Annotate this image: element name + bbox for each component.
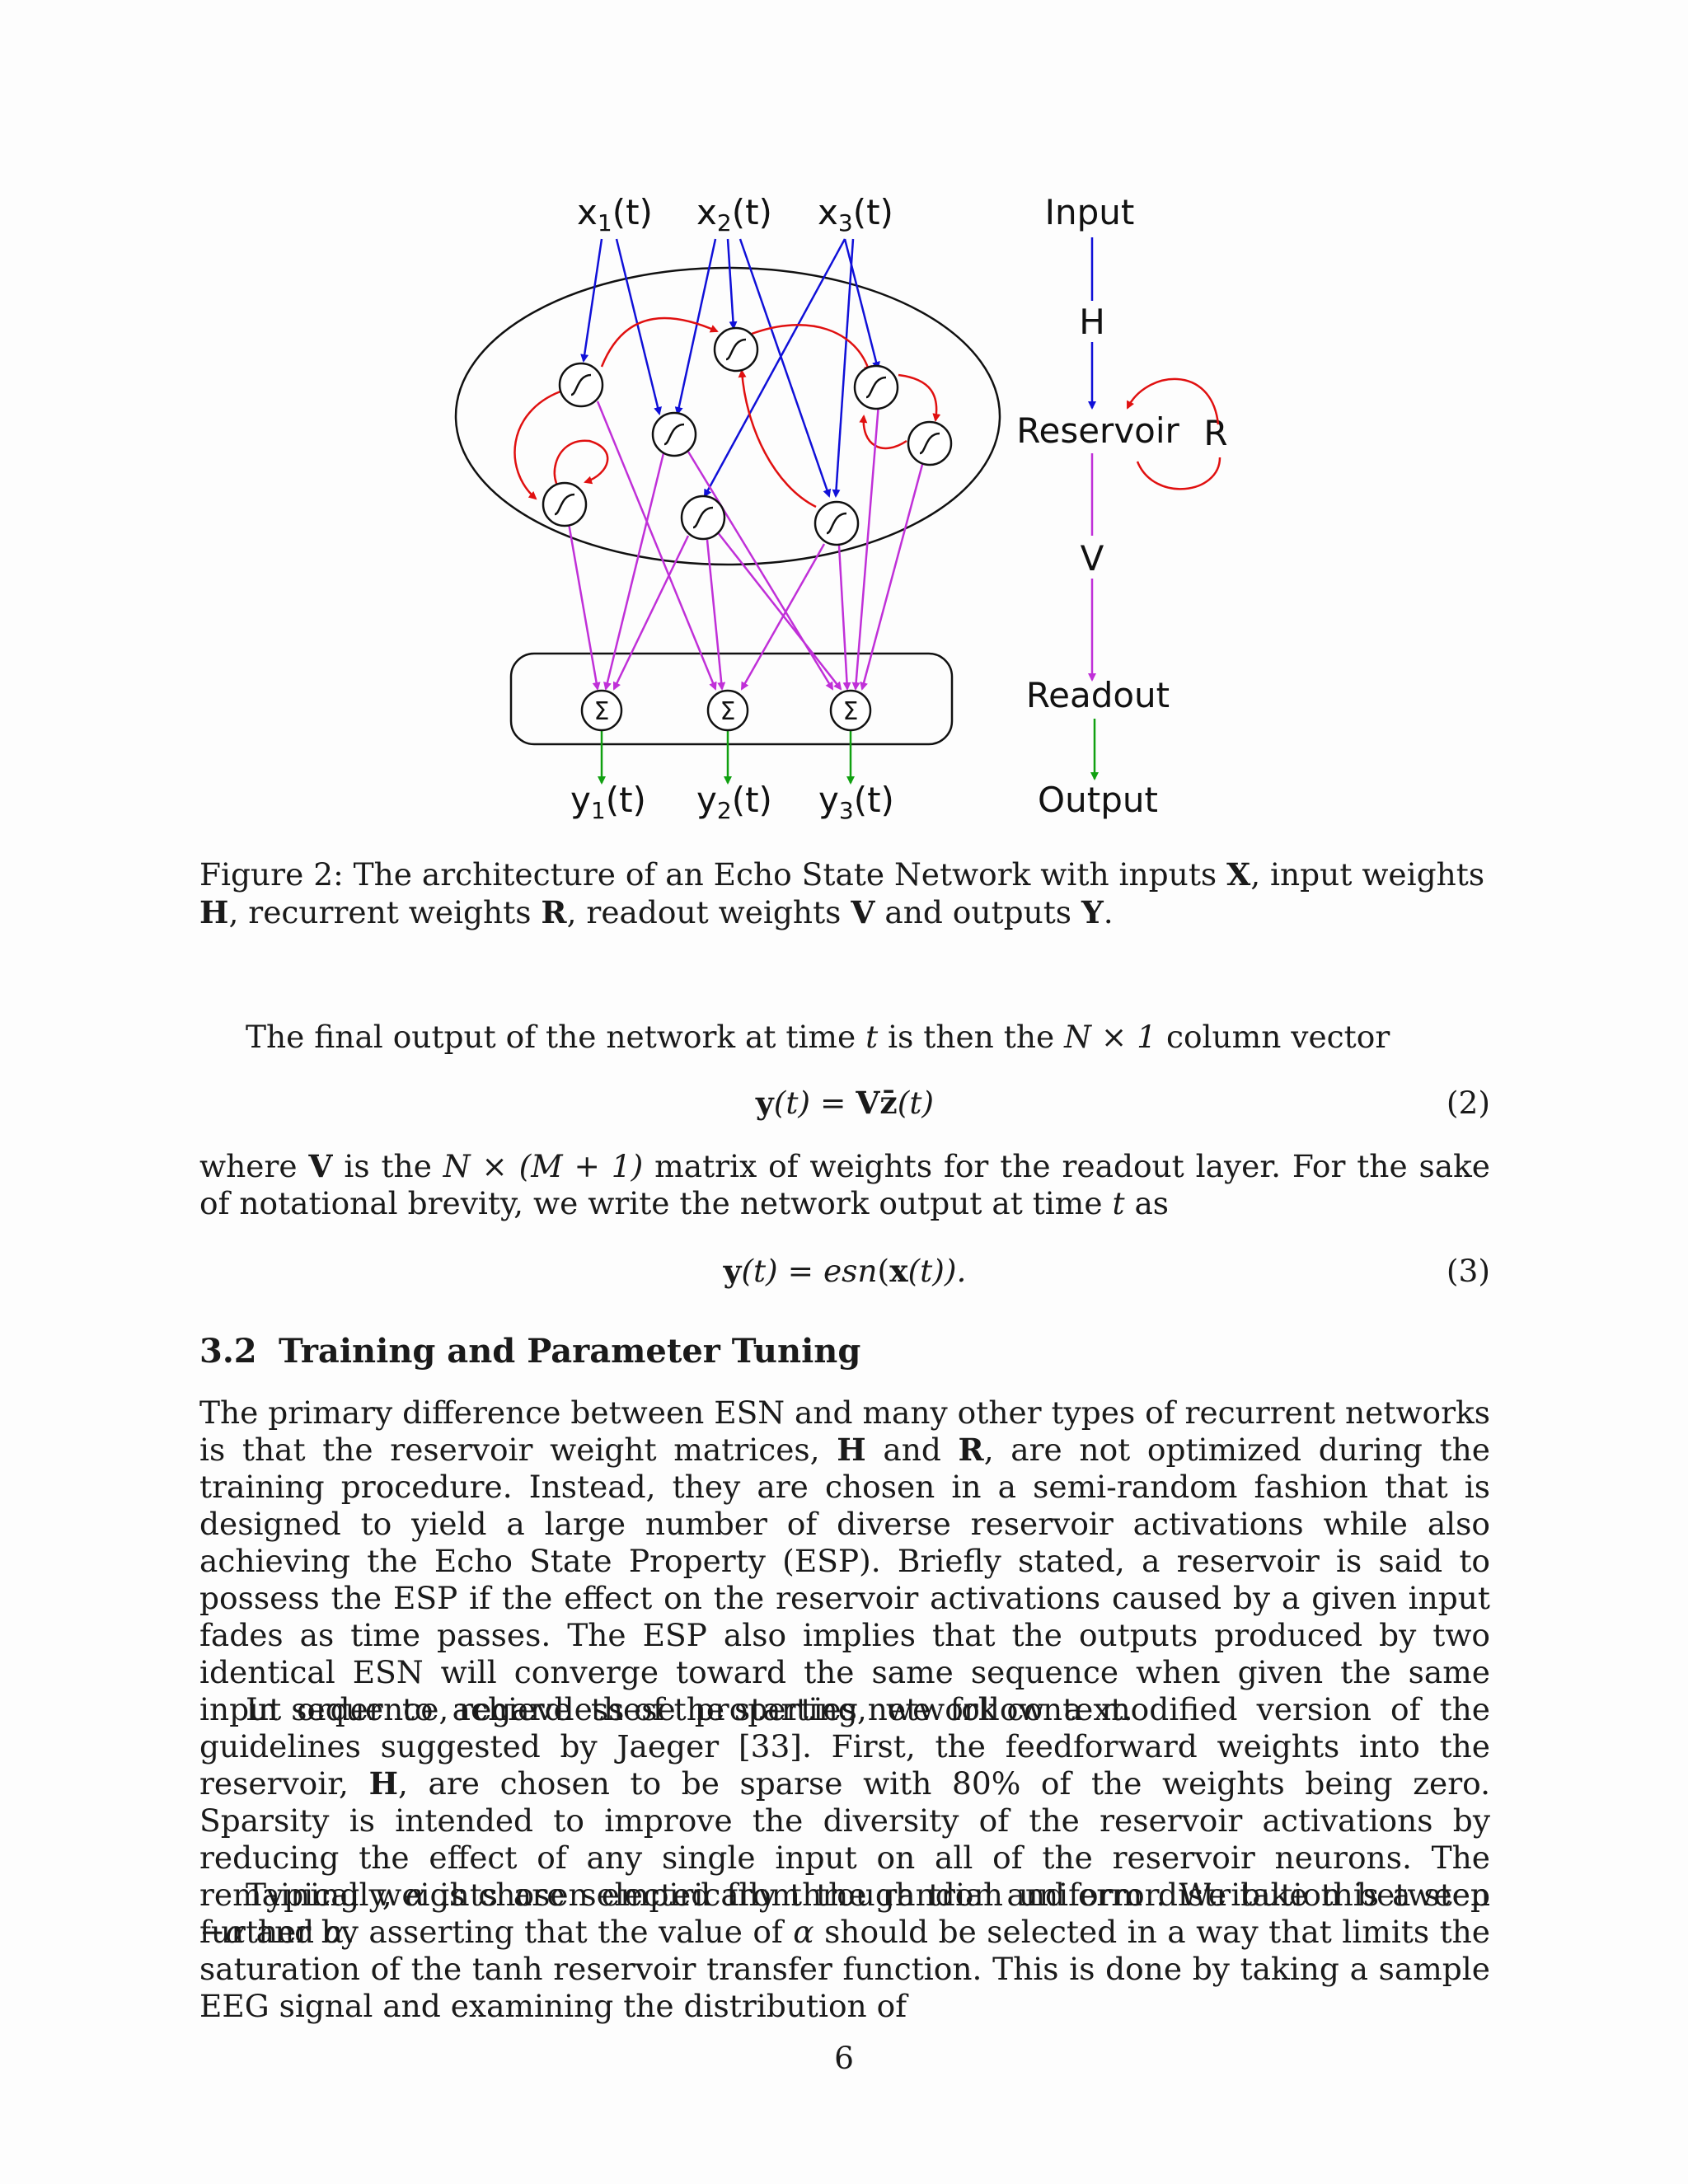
neuron: [542, 481, 588, 527]
sum-glyph: Σ: [843, 697, 859, 726]
legend-reservoir: Reservoir: [1016, 410, 1179, 451]
paragraph-readout-matrix: where V is the N × (M + 1) matrix of wei…: [199, 1148, 1490, 1221]
input-label-x3: x3(t): [818, 192, 893, 237]
input-label-x1: x1(t): [577, 192, 653, 237]
equation-number: (3): [1446, 1253, 1490, 1289]
paragraph-esp: The primary difference between ESN and m…: [199, 1394, 1491, 1727]
paragraph-final-output: The final output of the network at time …: [246, 1019, 1390, 1055]
paragraph-alpha: Typically, α is chosen empirically throu…: [199, 1877, 1490, 2024]
sum-glyph: Σ: [720, 697, 736, 726]
legend-v: V: [1081, 538, 1104, 579]
paragraph-guidelines: In order to achieve these properties, we…: [199, 1691, 1490, 1950]
output-label-y3: y3(t): [818, 780, 894, 824]
sum-node: [580, 689, 623, 732]
equation-2: y(t) = Vz̄(t) (2): [199, 1082, 1490, 1123]
neuron: [558, 362, 604, 408]
legend-r: R: [1203, 413, 1227, 453]
sum-node: [706, 689, 749, 732]
neuron: [680, 494, 726, 541]
sum-nodes: [580, 689, 872, 732]
output-label-y1: y1(t): [570, 780, 646, 824]
neuron: [853, 364, 899, 410]
reservoir-neurons: [542, 326, 953, 546]
input-label-x2: x2(t): [696, 192, 772, 237]
readout-box: [509, 652, 954, 746]
esn-diagram: Σ Σ Σ x1(t) x2(t) x3(t) y1(t) y2(t) y3(t…: [454, 192, 1228, 824]
page-number: 6: [834, 2040, 854, 2076]
output-link-arrows: [598, 729, 855, 785]
neuron-sigmoid-glyphs: [554, 338, 940, 535]
sum-glyph: Σ: [594, 697, 610, 726]
input-weight-arrows: [580, 238, 880, 498]
figure-caption: Figure 2: The architecture of an Echo St…: [199, 856, 1485, 930]
legend-h: H: [1079, 302, 1105, 342]
readout-weight-arrows: [567, 401, 925, 691]
output-label-y2: y2(t): [696, 780, 772, 824]
sum-node: [829, 689, 872, 732]
legend-output: Output: [1038, 780, 1158, 820]
legend-readout: Readout: [1026, 675, 1170, 715]
neuron: [814, 500, 860, 546]
legend-input: Input: [1045, 192, 1135, 232]
reservoir-ellipse: [454, 266, 1001, 566]
neuron: [907, 420, 953, 466]
esn-architecture-figure: Σ Σ Σ x1(t) x2(t) x3(t) y1(t) y2(t) y3(t…: [0, 0, 1688, 849]
equation-number: (2): [1446, 1085, 1490, 1121]
equation-3: y(t) = esn(x(t)). (3): [199, 1250, 1490, 1291]
neuron: [651, 411, 697, 457]
neuron: [713, 326, 759, 373]
